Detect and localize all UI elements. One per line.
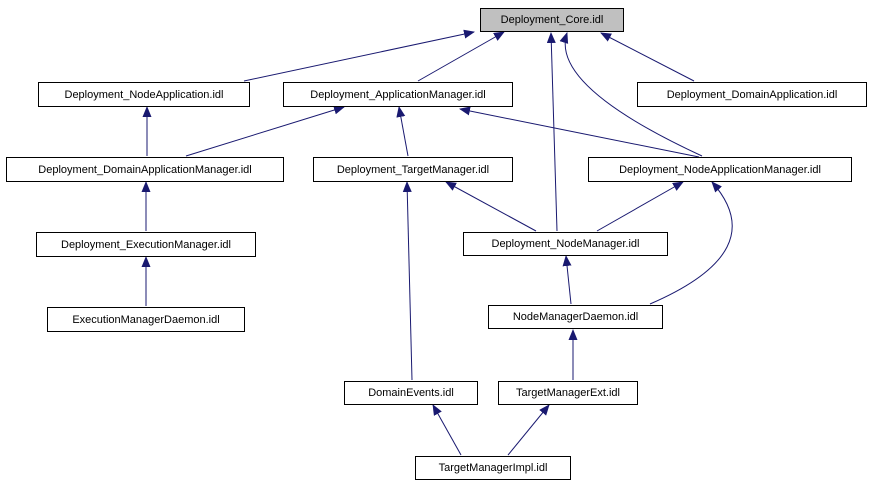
- edge-deployment-target-manager-to-deployment-application-manager: [396, 106, 409, 157]
- edge-deployment-node-application-manager-to-deployment-core: [559, 32, 703, 157]
- node-deployment-node-application[interactable]: Deployment_NodeApplication.idl: [38, 82, 250, 107]
- node-deployment-target-manager[interactable]: Deployment_TargetManager.idl: [313, 157, 513, 182]
- node-deployment-node-manager[interactable]: Deployment_NodeManager.idl: [463, 232, 668, 256]
- edge-deployment-domain-application-manager-to-deployment-application-manager: [185, 105, 345, 157]
- node-deployment-node-application-manager[interactable]: Deployment_NodeApplicationManager.idl: [588, 157, 852, 182]
- edge-target-manager-impl-to-domain-events: [432, 404, 462, 456]
- node-target-manager-impl[interactable]: TargetManagerImpl.idl: [415, 456, 571, 480]
- node-deployment-domain-application-manager[interactable]: Deployment_DomainApplicationManager.idl: [6, 157, 284, 182]
- node-deployment-execution-manager[interactable]: Deployment_ExecutionManager.idl: [36, 232, 256, 257]
- edge-deployment-node-application-to-deployment-core: [243, 29, 475, 82]
- edge-deployment-domain-application-to-deployment-core: [600, 32, 695, 82]
- edge-target-manager-impl-to-target-manager-ext: [507, 404, 550, 456]
- edge-deployment-application-manager-to-deployment-core: [417, 31, 505, 82]
- edge-deployment-node-manager-to-deployment-node-application-manager: [596, 181, 684, 232]
- edge-domain-events-to-deployment-target-manager: [402, 181, 413, 381]
- node-deployment-core[interactable]: Deployment_Core.idl: [480, 8, 624, 32]
- edge-deployment-node-manager-to-deployment-core: [546, 32, 558, 232]
- node-deployment-application-manager[interactable]: Deployment_ApplicationManager.idl: [283, 82, 513, 107]
- edge-deployment-node-manager-to-deployment-target-manager: [445, 181, 537, 232]
- node-node-manager-daemon[interactable]: NodeManagerDaemon.idl: [488, 305, 663, 329]
- edge-node-manager-daemon-to-deployment-node-application-manager: [649, 181, 733, 305]
- edge-node-manager-daemon-to-deployment-node-manager: [562, 255, 572, 305]
- node-deployment-domain-application[interactable]: Deployment_DomainApplication.idl: [637, 82, 867, 107]
- edge-deployment-node-application-manager-to-deployment-application-manager: [459, 106, 700, 158]
- node-target-manager-ext[interactable]: TargetManagerExt.idl: [498, 381, 638, 405]
- node-domain-events[interactable]: DomainEvents.idl: [344, 381, 478, 405]
- node-execution-manager-daemon[interactable]: ExecutionManagerDaemon.idl: [47, 307, 245, 332]
